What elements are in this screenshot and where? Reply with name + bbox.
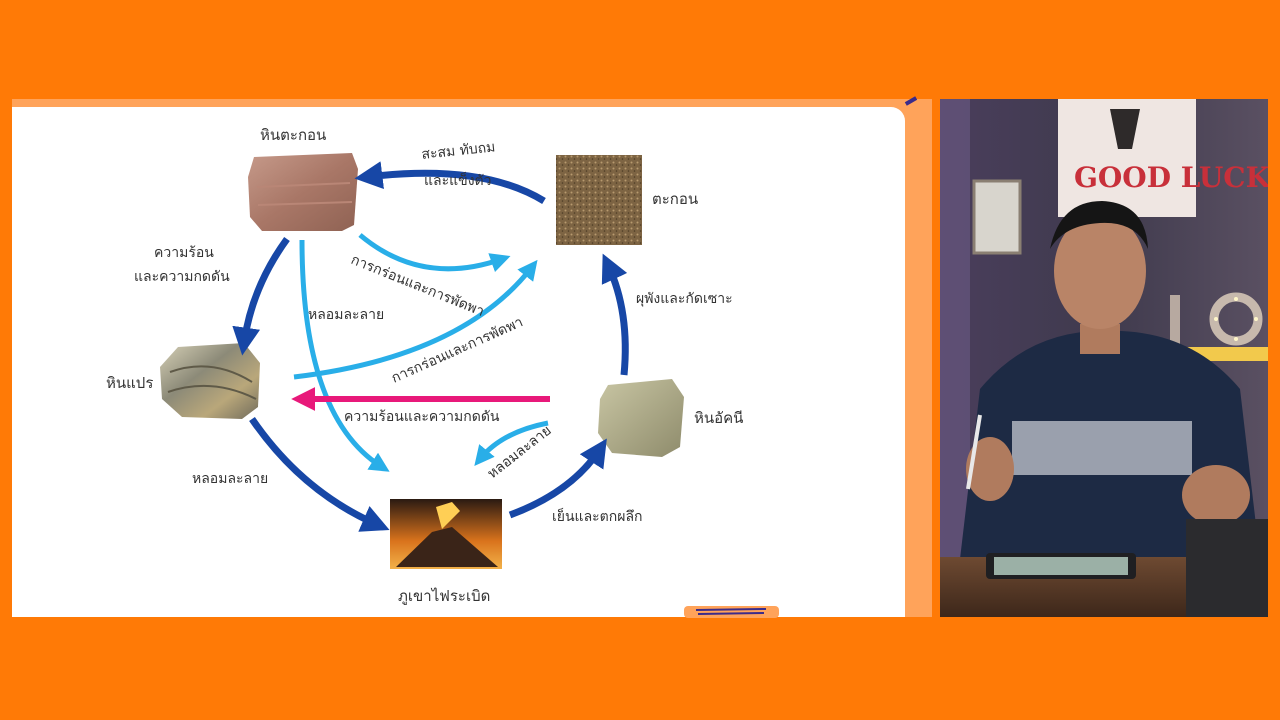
arrow-melting-right (474, 420, 549, 466)
presenter (960, 201, 1260, 559)
label-heat-pressure-middle: ความร้อนและความกดดัน (344, 409, 500, 425)
laptop (1186, 519, 1268, 617)
slide-board: หินตะกอน ตะกอน หินแปร หินอัคนี ภูเขาไฟระ… (12, 96, 932, 618)
label-heat-pressure-1: ความร้อน (154, 245, 214, 261)
pen-scribble (684, 606, 779, 618)
label-cooling: เย็นและตกผลึก (552, 507, 643, 525)
igneous-rock-image (598, 379, 684, 457)
arrow-weathering-2 (293, 259, 538, 380)
label-melting-left: หลอมละลาย (308, 307, 384, 323)
metamorphic-rock-image (160, 343, 260, 419)
presenter-video-frame: GOOD LUCK (940, 99, 1268, 617)
label-compaction-1: สะสม ทับถม (421, 139, 496, 163)
label-igneous-rock: หินอัคนี (694, 409, 743, 427)
rock-cycle-slide: หินตะกอน ตะกอน หินแปร หินอัคนี ภูเขาไฟระ… (12, 107, 905, 617)
sediment-image (556, 155, 642, 245)
label-volcano: ภูเขาไฟระเบิด (398, 587, 490, 605)
sedimentary-rock-image (248, 153, 358, 231)
label-melting-bottom: หลอมละลาย (192, 471, 268, 487)
marquee-letters (1170, 292, 1263, 346)
arrow-sediment-to-sedimentary (354, 161, 546, 204)
good-luck-poster: GOOD LUCK (1058, 99, 1268, 217)
label-erosion: ผุพังและกัดเซาะ (636, 291, 733, 307)
label-sedimentary-rock: หินตะกอน (260, 126, 326, 144)
arrow-igneous-to-sediment (601, 253, 629, 376)
svg-text:GOOD LUCK: GOOD LUCK (1074, 161, 1268, 194)
wall-frame (972, 179, 1022, 255)
label-compaction-2: และแข็งตัว (424, 171, 492, 189)
arrow-melting-left (299, 239, 390, 472)
presenter-webcam: GOOD LUCK (940, 99, 1268, 617)
arrow-metamorphic-to-volcano (249, 417, 390, 532)
arrow-volcano-to-igneous (508, 438, 607, 519)
label-metamorphic-rock: หินแปร (106, 374, 153, 392)
label-heat-pressure-2: และความกดดัน (134, 269, 230, 285)
arrow-sedimentary-to-metamorphic (232, 236, 290, 356)
volcano-image (390, 499, 502, 569)
arrow-weathering-1 (358, 233, 511, 273)
pen-mark (904, 96, 918, 106)
label-sediment: ตะกอน (652, 190, 698, 208)
rock-cycle-diagram: หินตะกอน ตะกอน หินแปร หินอัคนี ภูเขาไฟระ… (106, 126, 743, 605)
